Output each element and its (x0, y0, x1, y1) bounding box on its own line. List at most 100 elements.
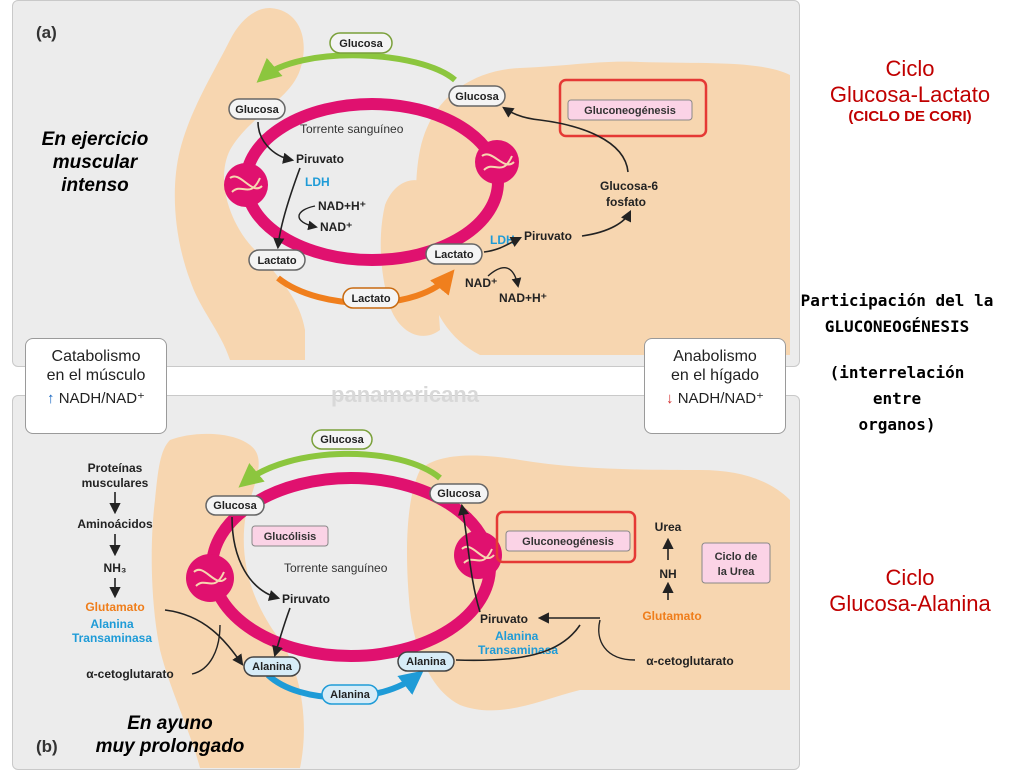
watermark: panamericana (331, 382, 480, 407)
svg-text:Glucosa: Glucosa (455, 91, 499, 103)
title-cori-1: Ciclo (885, 56, 935, 81)
panel-b-arrow-piruvato-alanina (272, 607, 291, 658)
legend-catabolismo-ratio: NADH/NAD⁺ (58, 390, 145, 407)
panel-b-glutamato-liver: Glutamato (642, 609, 701, 623)
panel-b-gluconeogenesis-highlight (495, 510, 637, 564)
arrow-down-icon: ↓ (666, 390, 674, 407)
svg-text:Lactato: Lactato (257, 255, 296, 267)
legend-anabolismo: Anabolismo en el hígado ↓ NADH/NAD⁺ (644, 338, 786, 434)
title-alanina: Ciclo Glucosa-Alanina (805, 565, 1015, 617)
panel-b-cetoglutarato-liver: α-cetoglutarato (646, 654, 733, 668)
arrow-up-icon: ↑ (47, 390, 55, 407)
panel-b-arrow-alanina-piruvato (455, 624, 581, 662)
panel-a-pill-lactato-bottom: Lactato (342, 287, 400, 309)
panel-b-pill-glucosa-top: Glucosa (311, 429, 373, 450)
panel-a-muscle-tissue (174, 8, 305, 360)
label-ejercicio-2: muscular (52, 152, 138, 173)
panel-b-proteinas-1: Proteínas (88, 461, 143, 475)
panel-a-arrow-glucosa-piruvato (257, 121, 295, 164)
legend-catabolismo-line1: Catabolismo (51, 348, 141, 365)
panel-a-muscle-capillaries-lines (229, 175, 263, 193)
svg-text:Gluconeogénesis: Gluconeogénesis (584, 105, 676, 117)
panel-b-pill-alanina-left: Alanina (243, 656, 301, 677)
label-ayuno: En ayuno muy prolongado (65, 712, 275, 758)
panel-a-pill-glucosa-right: Glucosa (448, 85, 506, 107)
panel-b-arrow-transaminase-muscle (164, 609, 244, 666)
panel-b-ciclo-urea-box: Ciclo de la Urea (701, 542, 771, 584)
svg-text:Lactato: Lactato (351, 293, 390, 305)
panel-b-aminoacidos: Aminoácidos (77, 517, 153, 531)
label-ejercicio: En ejercicio muscular intenso (20, 128, 170, 197)
panel-a-piruvato-muscle: Piruvato (296, 152, 344, 166)
panel-a-nadh-liver: NAD+H⁺ (499, 291, 547, 305)
panel-b-cetoglutarato-muscle: α-cetoglutarato (86, 667, 173, 681)
panel-a-pill-glucosa-top: Glucosa (329, 32, 393, 54)
title-cori-3: (CICLO DE CORI) (848, 108, 972, 125)
panel-a-arrow-piruvato-g6p (581, 209, 632, 237)
panel-a-arrow-nadh (298, 205, 318, 231)
label-ejercicio-1: En ejercicio (41, 129, 149, 150)
panel-b-transaminasa-muscle-1: Alanina (90, 617, 134, 631)
panel-a-letter: (a) (36, 23, 57, 42)
panel-b-arrow-piruvato-glucosa (458, 503, 481, 613)
panel-b-glutamato-muscle: Glutamato (85, 600, 144, 614)
panel-b-proteinas-2: musculares (82, 476, 149, 490)
title-cori-2: Glucosa-Lactato (829, 82, 991, 107)
panel-b-green-arrow (238, 450, 442, 488)
svg-text:Glucosa: Glucosa (339, 38, 383, 50)
panel-b-arrow-glucosa-piruvato (231, 516, 281, 601)
panel-a-piruvato-liver: Piruvato (524, 229, 572, 243)
panel-b-pill-alanina-bottom: Alanina (321, 684, 379, 705)
panel-b-gluconeogenesis-label: Gluconeogénesis (505, 530, 631, 552)
svg-text:Glucosa: Glucosa (235, 104, 279, 116)
svg-text:Glucosa: Glucosa (320, 434, 364, 446)
panel-b-piruvato-muscle: Piruvato (282, 592, 330, 606)
panel-a-ldh-muscle: LDH (305, 175, 330, 189)
panel-a-arrow-piruvato-lactato (273, 167, 301, 250)
panel-b-arrow-keto-liver (598, 619, 636, 661)
panel-a-pill-lactato-right: Lactato (425, 243, 483, 265)
svg-text:Alanina: Alanina (252, 661, 293, 673)
label-ejercicio-3: intenso (61, 175, 129, 196)
panel-a-liver-capillaries (475, 140, 519, 184)
title-participacion: Participación del la GLUCONEOGÉNESIS (in… (772, 288, 1022, 438)
panel-b-arrow-keto-muscle (191, 624, 221, 675)
panel-a-ldh-liver: LDH (490, 233, 515, 247)
legend-anabolismo-ratio-row: ↓ NADH/NAD⁺ (645, 389, 785, 407)
panel-a-glucosa6: Glucosa-6 (600, 179, 658, 193)
panel-b-letter: (b) (36, 737, 58, 756)
panel-b-nh3: NH₃ (104, 561, 127, 575)
panel-b-transaminasa-liver-1: Alanina (495, 629, 539, 643)
svg-text:Glucosa: Glucosa (213, 500, 257, 512)
svg-text:Glucosa: Glucosa (437, 488, 481, 500)
panel-a-torrente-label: Torrente sanguíneo (300, 122, 404, 136)
panel-b-liver-tissue (407, 455, 790, 711)
title-participacion-5: organos) (858, 415, 936, 434)
panel-a-nad-liver: NAD⁺ (465, 276, 497, 290)
panel-b-piruvato-liver: Piruvato (480, 612, 528, 626)
legend-anabolismo-ratio: NADH/NAD⁺ (677, 390, 764, 407)
svg-text:Gluconeogénesis: Gluconeogénesis (522, 536, 614, 548)
label-ayuno-2: muy prolongado (95, 736, 245, 757)
panel-a-nadh-muscle: NAD+H⁺ (318, 199, 366, 213)
legend-anabolismo-line1: Anabolismo (673, 348, 757, 365)
legend-catabolismo-line2: en el músculo (46, 367, 146, 384)
label-ayuno-1: En ayuno (127, 713, 213, 734)
title-alanina-2: Glucosa-Alanina (829, 591, 991, 616)
panel-b-liver-capillaries-lines (461, 545, 495, 564)
title-cori: Ciclo Glucosa-Lactato (CICLO DE CORI) (805, 56, 1015, 125)
panel-b-pill-glucosa-right: Glucosa (429, 483, 489, 504)
panel-a-fosfato: fosfato (606, 195, 646, 209)
svg-text:la Urea: la Urea (718, 566, 756, 578)
title-alanina-1: Ciclo (885, 565, 935, 590)
panel-a-pill-lactato-left: Lactato (248, 249, 306, 271)
legend-catabolismo: Catabolismo en el músculo ↑ NADH/NAD⁺ (25, 338, 167, 434)
title-participacion-2: GLUCONEOGÉNESIS (824, 317, 970, 336)
panel-a-liver-capillaries-lines (481, 153, 515, 171)
panel-b-torrente-label: Torrente sanguíneo (284, 561, 388, 575)
svg-text:Glucólisis: Glucólisis (264, 531, 317, 543)
panel-b-pill-alanina-right: Alanina (397, 651, 455, 672)
panel-a-pill-glucosa-left: Glucosa (228, 98, 286, 120)
panel-b-liver-capillaries (454, 531, 502, 579)
title-participacion-1: Participación del la (800, 291, 994, 310)
